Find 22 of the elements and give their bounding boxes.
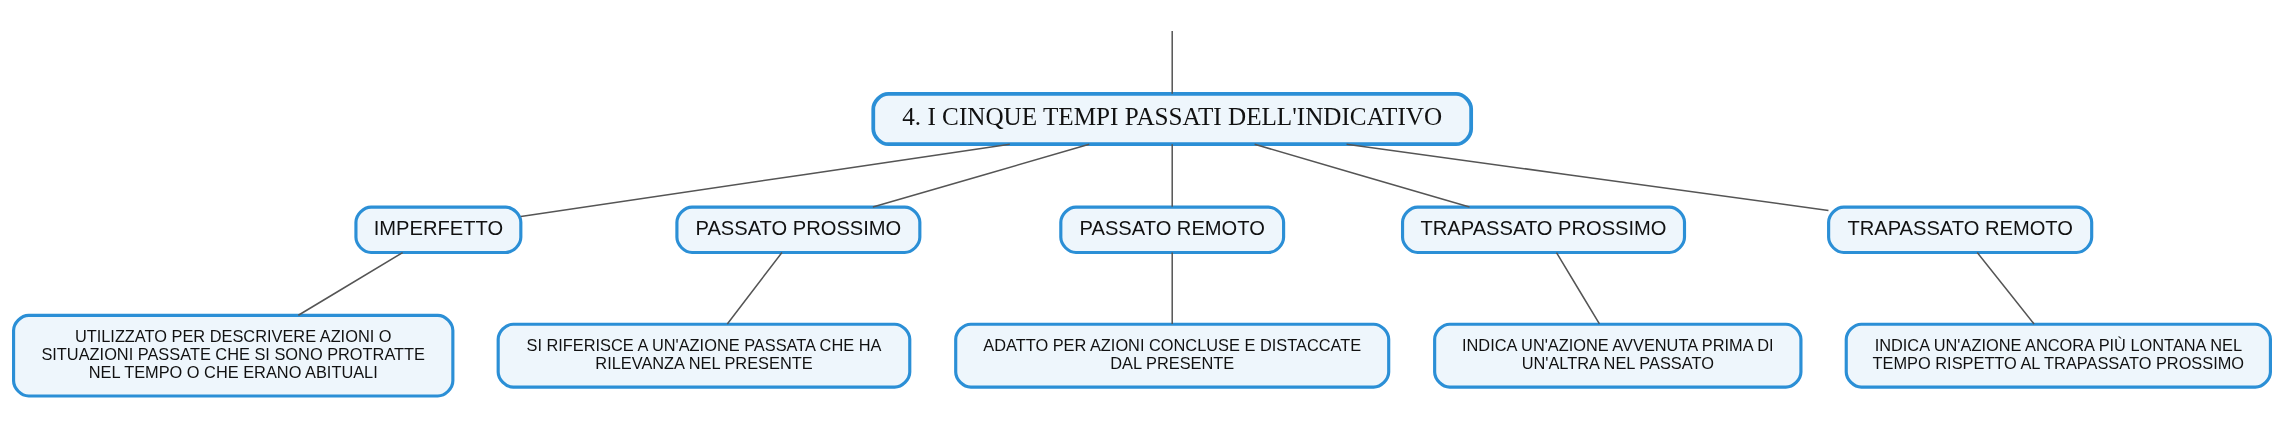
node-box: INDICA UN'AZIONE ANCORA PIÙ LONTANA NEL TEMPO RISPETTO AL TRAPASSATO PROSSIMO bbox=[1844, 322, 2272, 389]
node-box: TRAPASSATO PROSSIMO bbox=[1400, 205, 1687, 255]
node-box: IMPERFETTO bbox=[354, 205, 523, 255]
node-box: PASSATO PROSSIMO bbox=[675, 205, 922, 255]
node-box: INDICA UN'AZIONE AVVENUTA PRIMA DI UN'ALTRA NEL PASSATO bbox=[1433, 322, 1803, 389]
connector bbox=[1171, 30, 1173, 95]
node-box: SI RIFERISCE A UN'AZIONE PASSATA CHE HA RILEVANZA NEL PRESENTE bbox=[496, 322, 912, 389]
connector bbox=[1171, 143, 1173, 208]
connector bbox=[872, 143, 1090, 208]
connector bbox=[297, 251, 404, 316]
connector bbox=[1345, 143, 1830, 212]
connector bbox=[520, 143, 1011, 218]
connector bbox=[726, 251, 783, 325]
connector bbox=[1555, 251, 1601, 325]
node-box: UTILIZZATO PER DESCRIVERE AZIONI O SITUAZIONI PASSATE CHE SI SONO PROTRATTE NEL TEMPO O CHE ERANO ABITUALI bbox=[12, 313, 455, 398]
connector bbox=[1976, 251, 2035, 325]
node-box: PASSATO REMOTO bbox=[1059, 205, 1286, 255]
node-box: TRAPASSATO REMOTO bbox=[1827, 205, 2094, 255]
connector bbox=[1171, 251, 1173, 325]
node-box: ADATTO PER AZIONI CONCLUSE E DISTACCATE DAL PRESENTE bbox=[954, 322, 1391, 389]
connector bbox=[1253, 143, 1471, 208]
node-box: 4. I CINQUE TEMPI PASSATI DELL'INDICATIVO bbox=[871, 92, 1474, 147]
